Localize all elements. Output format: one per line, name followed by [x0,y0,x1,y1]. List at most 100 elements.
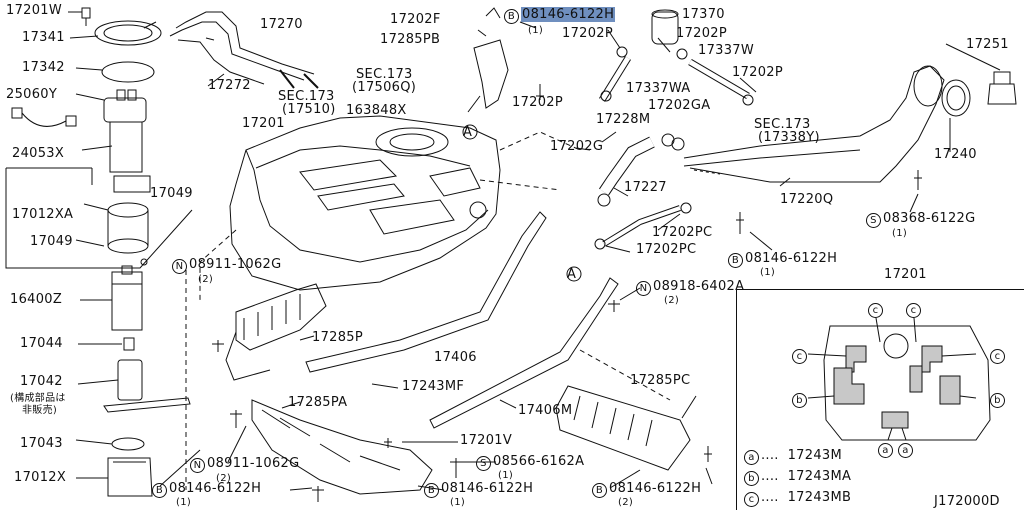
legend-dots: .... [761,469,779,484]
part-08911-upper-code: 08911-1062G [189,257,282,272]
marker-c-icon: c [868,303,883,318]
inset-marker-c-3: c [792,348,809,364]
label-17240: 17240 [934,147,977,162]
legend-part-17243MA: 17243MA [787,469,852,484]
label-17202PC-b: 17202PC [636,242,697,257]
label-17285P: 17285P [312,330,363,345]
label-17202PC-a: 17202PC [652,225,713,240]
part-08368-code: 08368-6122G [883,211,976,226]
label-17049-upper: 17049 [150,186,193,201]
label-17243MF: 17243MF [402,379,465,394]
qty-08566: (1) [498,470,514,481]
qty-08911-lower: (2) [216,473,232,484]
marker-a-icon: a [878,443,893,458]
label-17012X: 17012X [14,470,67,485]
ref-a-text: A [567,267,577,282]
label-17406: 17406 [434,350,477,365]
inset-marker-b-1: b [792,392,809,408]
label-17202G: 17202G [550,139,604,154]
label-sec173-vent: SEC.173 [754,117,811,132]
part-08146-lower-right-code: 08146-6122H [609,481,702,496]
label-17201V: 17201V [460,433,513,448]
label-17342: 17342 [22,60,65,75]
label-17201-tank: 17201 [242,116,285,131]
legend-dots: .... [761,490,779,505]
qty-08911-upper: (2) [198,274,214,285]
legend-row-c: c.... 17243MB [744,491,851,507]
bolt-prefix-b-icon: B [728,253,743,268]
marker-a-icon: a [898,443,913,458]
label-sec173-fuel-sub: (17506Q) [352,80,417,95]
legend-b-icon: b [744,471,759,486]
qty-08146-lower-left: (1) [176,497,192,508]
marker-c-icon: c [990,349,1005,364]
legend-row-a: a.... 17243M [744,449,842,465]
inset-panel [736,289,1024,510]
marker-b-icon: b [990,393,1005,408]
label-16400Z: 16400Z [10,292,63,307]
bolt-prefix-b-icon: B [592,483,607,498]
label-163848X: 163848X [346,103,407,118]
part-08146-lower-left-code: 08146-6122H [169,481,262,496]
nut-prefix-n-icon: N [636,281,651,296]
qty-08918: (2) [664,295,680,306]
marker-c-icon: c [792,349,807,364]
label-17202GA: 17202GA [648,98,711,113]
qty-08368: (1) [892,228,908,239]
ref-circle-a-tank: A [463,126,472,140]
note-not-sold-line2: 非販売) [22,405,58,416]
label-17270: 17270 [260,17,303,32]
qty-08146-top: (1) [528,25,544,36]
label-17201W: 17201W [6,3,63,18]
inset-marker-a-1: a [878,442,895,458]
nut-prefix-n-icon: N [190,458,205,473]
legend-a-icon: a [744,450,759,465]
screw-prefix-s-icon: S [866,213,881,228]
label-17220Q: 17220Q [780,192,834,207]
label-17227: 17227 [624,180,667,195]
label-17202P-c: 17202P [732,65,783,80]
label-17042: 17042 [20,374,63,389]
label-17202F: 17202F [390,12,441,27]
qty-08146-lower-right: (2) [618,497,634,508]
qty-08146-lower-mid: (1) [450,497,466,508]
inset-marker-c-4: c [990,348,1007,364]
label-17043: 17043 [20,436,63,451]
bolt-prefix-b-icon: B [504,9,519,24]
label-17341: 17341 [22,30,65,45]
label-17406M: 17406M [518,403,573,418]
highlighted-part-number[interactable]: 08146-6122H [521,7,616,22]
label-17049-lower: 17049 [30,234,73,249]
label-sec173-return-sub: (17510) [282,102,336,117]
part-08146-lower-mid-code: 08146-6122H [441,481,534,496]
label-17228M: 17228M [596,112,651,127]
part-08566-code: 08566-6162A [493,454,585,469]
inset-marker-b-2: b [990,392,1007,408]
marker-c-icon: c [906,303,921,318]
legend-row-b: b.... 17243MA [744,470,851,486]
label-17202P-d: 17202P [512,95,563,110]
part-08146-right-code: 08146-6122H [745,251,838,266]
label-17285PA: 17285PA [288,395,348,410]
label-17012XA: 17012XA [12,207,74,222]
part-08911-lower-code: 08911-1062G [207,456,300,471]
bolt-prefix-b-icon: B [424,483,439,498]
label-17285PB: 17285PB [380,32,441,47]
label-17202P-a: 17202P [562,26,613,41]
inset-marker-c-1: c [868,302,885,318]
legend-c-icon: c [744,492,759,507]
label-25060Y: 25060Y [6,87,58,102]
qty-08146-right: (1) [760,267,776,278]
inset-marker-c-2: c [906,302,923,318]
label-24053X: 24053X [12,146,65,161]
label-sec173-return: SEC.173 [278,89,335,104]
